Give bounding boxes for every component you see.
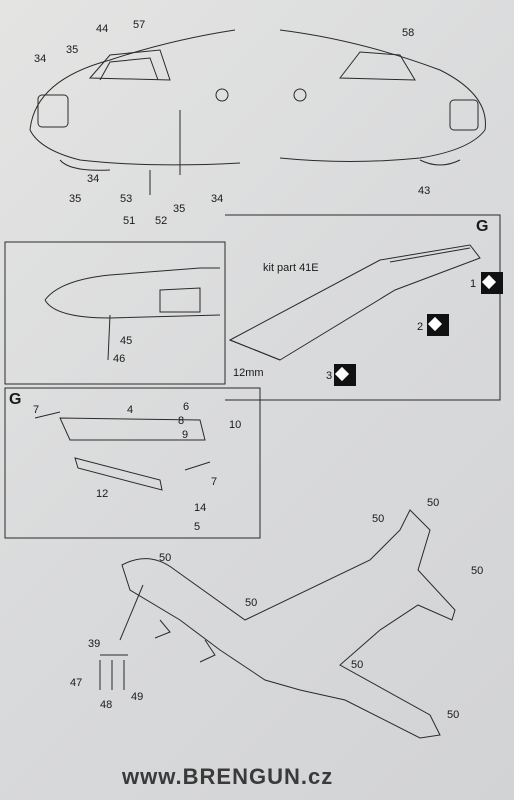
callout-9: 9 bbox=[182, 429, 189, 441]
callout-50: 50 bbox=[351, 659, 364, 671]
section-g-label: G bbox=[9, 391, 22, 408]
callout-46: 46 bbox=[113, 353, 126, 365]
callout-50: 50 bbox=[245, 597, 258, 609]
callout-5: 5 bbox=[194, 521, 201, 533]
callout-4: 4 bbox=[127, 404, 134, 416]
part-flag-1 bbox=[481, 272, 503, 294]
callout-35: 35 bbox=[69, 193, 82, 205]
callout-48: 48 bbox=[100, 699, 113, 711]
callout-35: 35 bbox=[66, 44, 79, 56]
callout-34: 34 bbox=[211, 193, 224, 205]
callout-35: 35 bbox=[173, 203, 186, 215]
callout-58: 58 bbox=[402, 27, 415, 39]
callout-57: 57 bbox=[133, 19, 146, 31]
callout-34: 34 bbox=[34, 53, 47, 65]
callout-51: 51 bbox=[123, 215, 136, 227]
callout-50: 50 bbox=[471, 565, 484, 577]
kit-part-label: kit part 41E bbox=[263, 262, 319, 274]
callout-53: 53 bbox=[120, 193, 133, 205]
section-g-label: G bbox=[476, 218, 489, 235]
callout-49: 49 bbox=[131, 691, 144, 703]
callout-34: 34 bbox=[87, 173, 100, 185]
callout-50: 50 bbox=[447, 709, 460, 721]
callout-50: 50 bbox=[427, 497, 440, 509]
callout-39: 39 bbox=[88, 638, 101, 650]
dimension-label: 12mm bbox=[233, 367, 264, 379]
callout-43: 43 bbox=[418, 185, 431, 197]
callout-50: 50 bbox=[159, 552, 172, 564]
callout-47: 47 bbox=[70, 677, 83, 689]
callout-45: 45 bbox=[120, 335, 133, 347]
callout-1: 1 bbox=[470, 278, 477, 290]
callout-7: 7 bbox=[211, 476, 218, 488]
callout-52: 52 bbox=[155, 215, 168, 227]
callout-12: 12 bbox=[96, 488, 109, 500]
callout-3: 3 bbox=[326, 370, 333, 382]
callout-44: 44 bbox=[96, 23, 109, 35]
callout-50: 50 bbox=[372, 513, 385, 525]
part-flag-3 bbox=[334, 364, 356, 386]
callout-2: 2 bbox=[417, 321, 424, 333]
brand-url: www.BRENGUN.cz bbox=[122, 764, 334, 789]
callout-7: 7 bbox=[33, 404, 40, 416]
callout-8: 8 bbox=[178, 415, 185, 427]
callout-14: 14 bbox=[194, 502, 207, 514]
callout-6: 6 bbox=[183, 401, 190, 413]
part-flag-2 bbox=[427, 314, 449, 336]
callout-10: 10 bbox=[229, 419, 242, 431]
